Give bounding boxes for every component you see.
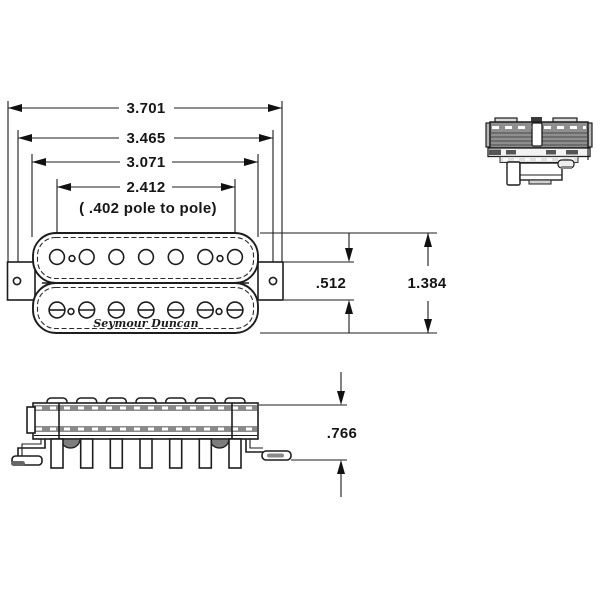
pole-row-bottom <box>48 301 244 319</box>
mounting-hole-left <box>12 276 22 286</box>
dim-label-body-width: 1.384 <box>407 275 446 292</box>
pole-screw <box>137 301 155 319</box>
foot-pad-right <box>267 453 284 458</box>
end-bobbin-gap <box>531 122 543 147</box>
dim-label-base-height: .766 <box>327 425 357 442</box>
right-dimension-group: .512 1.384 <box>260 232 447 334</box>
pole-slug <box>167 248 184 266</box>
dimension-hole-spacing: 3.465 <box>18 130 273 147</box>
top-dimension-group: 3.701 3.465 3.071 2.412 ( .402 pole <box>7 100 283 277</box>
dimension-overall-length: 3.701 <box>8 100 282 117</box>
bottom-pole-screws <box>50 438 242 469</box>
pole-screw-shaft <box>79 438 94 469</box>
side-band-bottom <box>34 426 257 432</box>
pole-row-top <box>48 248 244 266</box>
arrowhead-right <box>259 134 273 142</box>
end-leg <box>506 161 521 186</box>
pickup-end-view <box>485 117 593 186</box>
pole-screw <box>77 301 96 319</box>
pole-screw <box>167 301 185 319</box>
arrowhead-up <box>424 233 432 247</box>
dim-label-hole-spacing: 3.465 <box>126 130 165 147</box>
end-center-nub <box>531 117 542 123</box>
dim-label-pole-span: 2.412 <box>126 179 165 196</box>
pole-slug <box>108 248 125 266</box>
arrowhead-up <box>345 300 353 314</box>
arrowhead-left <box>18 134 32 142</box>
bobbin-screw-dot <box>67 307 75 316</box>
bobbin-bottom-inner-dashed <box>36 286 255 330</box>
pole-screw-shaft <box>168 438 183 469</box>
arrowhead-right <box>221 183 235 191</box>
dimension-pole-span: 2.412 <box>57 179 235 196</box>
pole-screw-shaft <box>198 438 213 469</box>
pickup-side-view: .766 <box>11 372 357 497</box>
pole-screw <box>107 301 126 319</box>
arrowhead-left <box>57 183 71 191</box>
pole-screw-shaft <box>139 438 153 469</box>
pole-slug <box>197 248 214 266</box>
pole-slug <box>48 248 66 266</box>
pole-slug <box>137 248 155 266</box>
arrowhead-left <box>32 158 46 166</box>
arrowhead-right <box>268 104 282 112</box>
side-band-top <box>34 405 257 411</box>
arrowhead-down <box>345 248 353 262</box>
bobbin-screw-dot <box>68 254 76 263</box>
foot-pad-left <box>11 461 25 466</box>
pole-screw-shaft <box>228 438 242 469</box>
arrowhead-right <box>244 158 258 166</box>
pole-screw <box>196 301 215 319</box>
dimension-flange-height: .512 <box>316 233 353 333</box>
pole-screw-shaft <box>109 438 124 469</box>
mounting-bracket-right <box>245 439 292 461</box>
bobbin-screw-dot <box>215 307 223 316</box>
bobbin-top-inner-dashed <box>36 236 255 280</box>
arrowhead-left <box>8 104 22 112</box>
brand-logo: Seymour Duncan <box>93 317 198 330</box>
mounting-bracket-left <box>11 439 46 466</box>
dim-label-body-length: 3.071 <box>126 154 165 171</box>
dimension-base-height: .766 <box>259 372 357 497</box>
dimension-body-width: 1.384 <box>407 233 447 333</box>
side-end-cap-left <box>26 406 36 434</box>
pole-slug <box>226 248 244 266</box>
bobbin-screw-dome <box>209 438 230 449</box>
dimension-body-length: 3.071 <box>32 154 258 171</box>
pole-screw <box>48 301 66 319</box>
dim-note-pole-spacing: ( .402 pole to pole) <box>79 200 217 217</box>
arrowhead-up <box>337 460 345 474</box>
arrowhead-down <box>424 319 432 333</box>
dim-label-flange-height: .512 <box>316 275 346 292</box>
pole-screw <box>226 301 244 319</box>
end-bottom-block <box>519 162 563 181</box>
bobbin-screw-dot <box>216 254 224 263</box>
mounting-hole-right <box>268 276 278 286</box>
pickup-front-view: Seymour Duncan <box>6 232 284 334</box>
pole-slug <box>78 248 95 266</box>
end-bottom-tab <box>528 179 552 185</box>
pole-screw-shaft <box>50 438 64 469</box>
dim-label-overall-length: 3.701 <box>126 100 165 117</box>
arrowhead-down <box>337 391 345 405</box>
bobbin-screw-dome <box>60 438 81 449</box>
